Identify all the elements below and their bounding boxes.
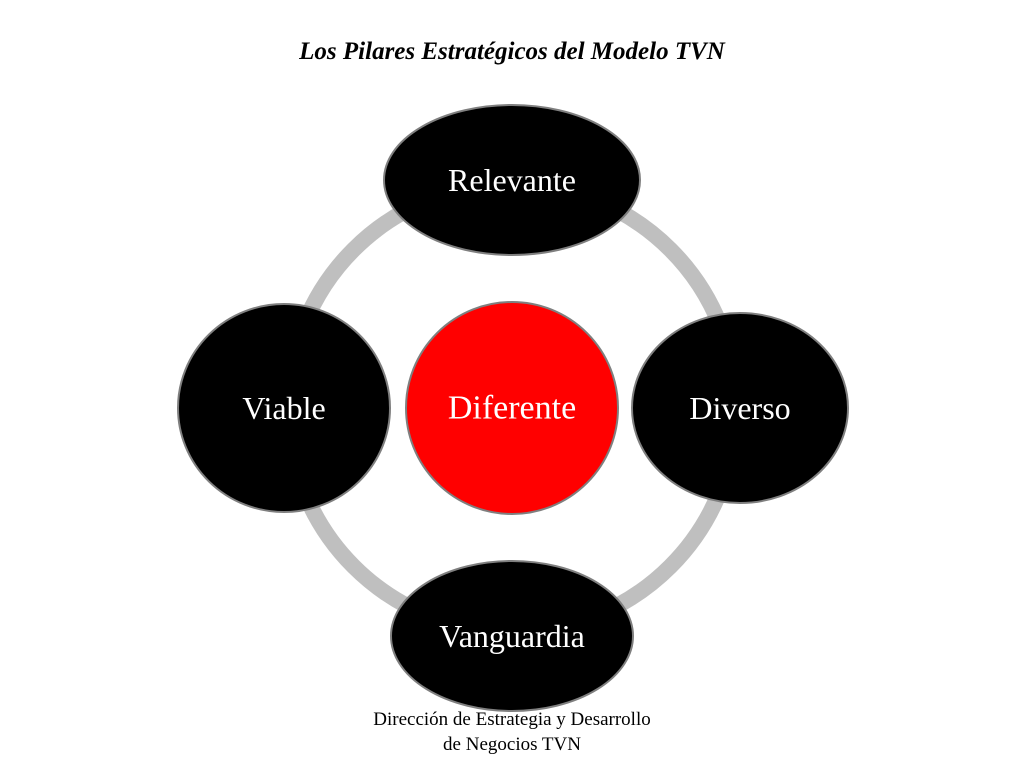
footer-caption: Dirección de Estrategia y Desarrollo de … bbox=[312, 707, 712, 757]
footer-line-1: Dirección de Estrategia y Desarrollo bbox=[373, 709, 651, 730]
node-top-label: Relevante bbox=[448, 162, 576, 198]
node-right: Diverso bbox=[631, 312, 849, 504]
center-node: Diferente bbox=[405, 301, 619, 515]
node-top: Relevante bbox=[383, 104, 641, 256]
node-right-shape bbox=[631, 312, 849, 504]
center-node-label: Diferente bbox=[448, 390, 576, 427]
node-bottom-label: Vanguardia bbox=[439, 618, 585, 654]
node-bottom-shape bbox=[390, 560, 634, 712]
node-left-label: Viable bbox=[242, 390, 325, 426]
node-left: Viable bbox=[177, 303, 391, 513]
node-bottom: Vanguardia bbox=[390, 560, 634, 712]
node-top-shape bbox=[383, 104, 641, 256]
slide-title: Los Pilares Estratégicos del Modelo TVN bbox=[299, 38, 725, 65]
node-right-label: Diverso bbox=[689, 390, 790, 426]
center-node-shape bbox=[405, 301, 619, 515]
footer-line-2: de Negocios TVN bbox=[443, 734, 581, 755]
node-left-shape bbox=[177, 303, 391, 513]
